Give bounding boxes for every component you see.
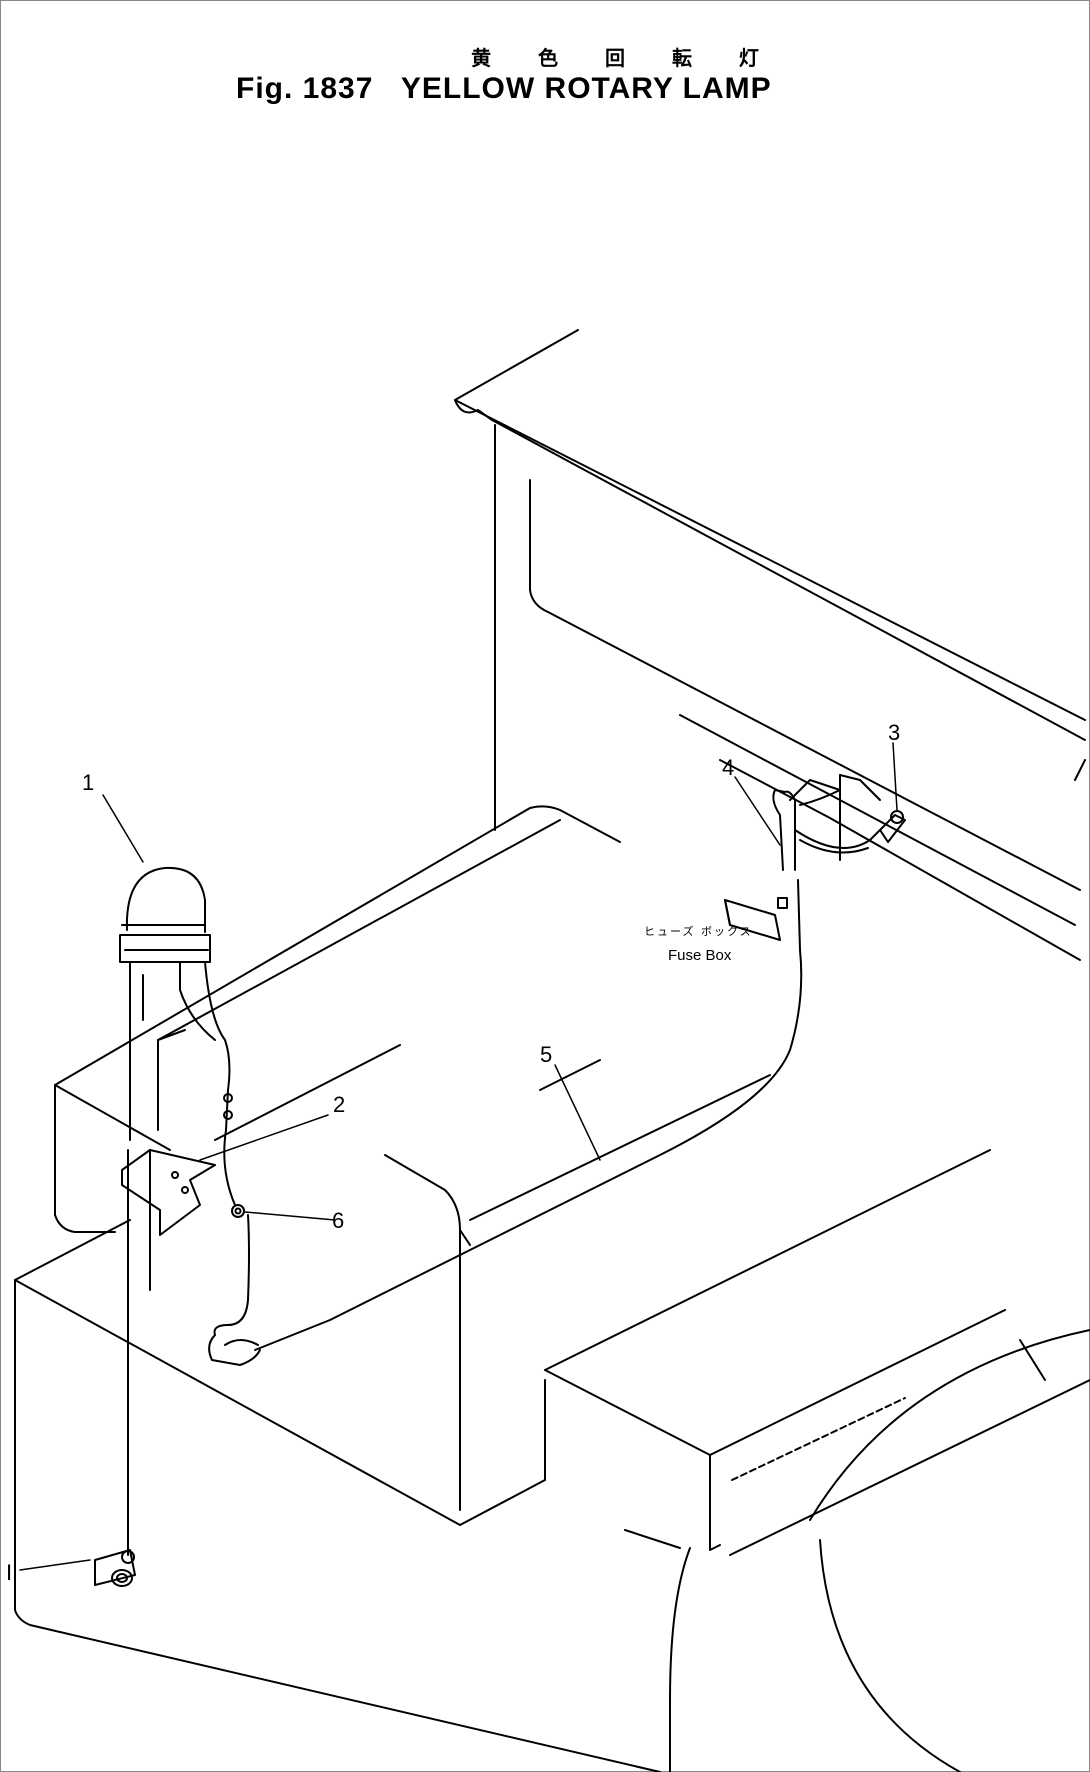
leader-lines <box>19 742 898 1571</box>
callout-5: 5 <box>540 1042 552 1067</box>
rotary-lamp <box>119 866 216 1556</box>
callout-labels: 1 2 3 4 5 6 I ヒューズ ボックス Fuse Box <box>6 720 900 1585</box>
callout-3: 3 <box>888 720 900 745</box>
title-japanese: 黄 色 回 転 灯 <box>471 46 779 70</box>
figure-number: Fig. 1837 <box>236 72 374 105</box>
callout-1: 1 <box>82 770 94 795</box>
callout-I: I <box>6 1560 12 1585</box>
fuse-box-label-jp: ヒューズ ボックス <box>644 924 753 938</box>
figure-title: YELLOW ROTARY LAMP <box>400 72 772 105</box>
tire <box>731 1329 1090 1772</box>
fuse-box <box>724 774 906 941</box>
bolt-nut <box>94 1549 136 1587</box>
bracket <box>121 1149 216 1236</box>
clamp-6 <box>231 1204 245 1218</box>
callout-4: 4 <box>722 755 734 780</box>
callout-2: 2 <box>333 1092 345 1117</box>
wiring-harness <box>204 789 881 1366</box>
fender-box <box>14 805 1090 1772</box>
title-english: Fig. 1837 YELLOW ROTARY LAMP <box>236 72 772 106</box>
cab-housing <box>454 329 1086 961</box>
callout-6: 6 <box>332 1208 344 1233</box>
fuse-box-label-en: Fuse Box <box>668 947 732 964</box>
